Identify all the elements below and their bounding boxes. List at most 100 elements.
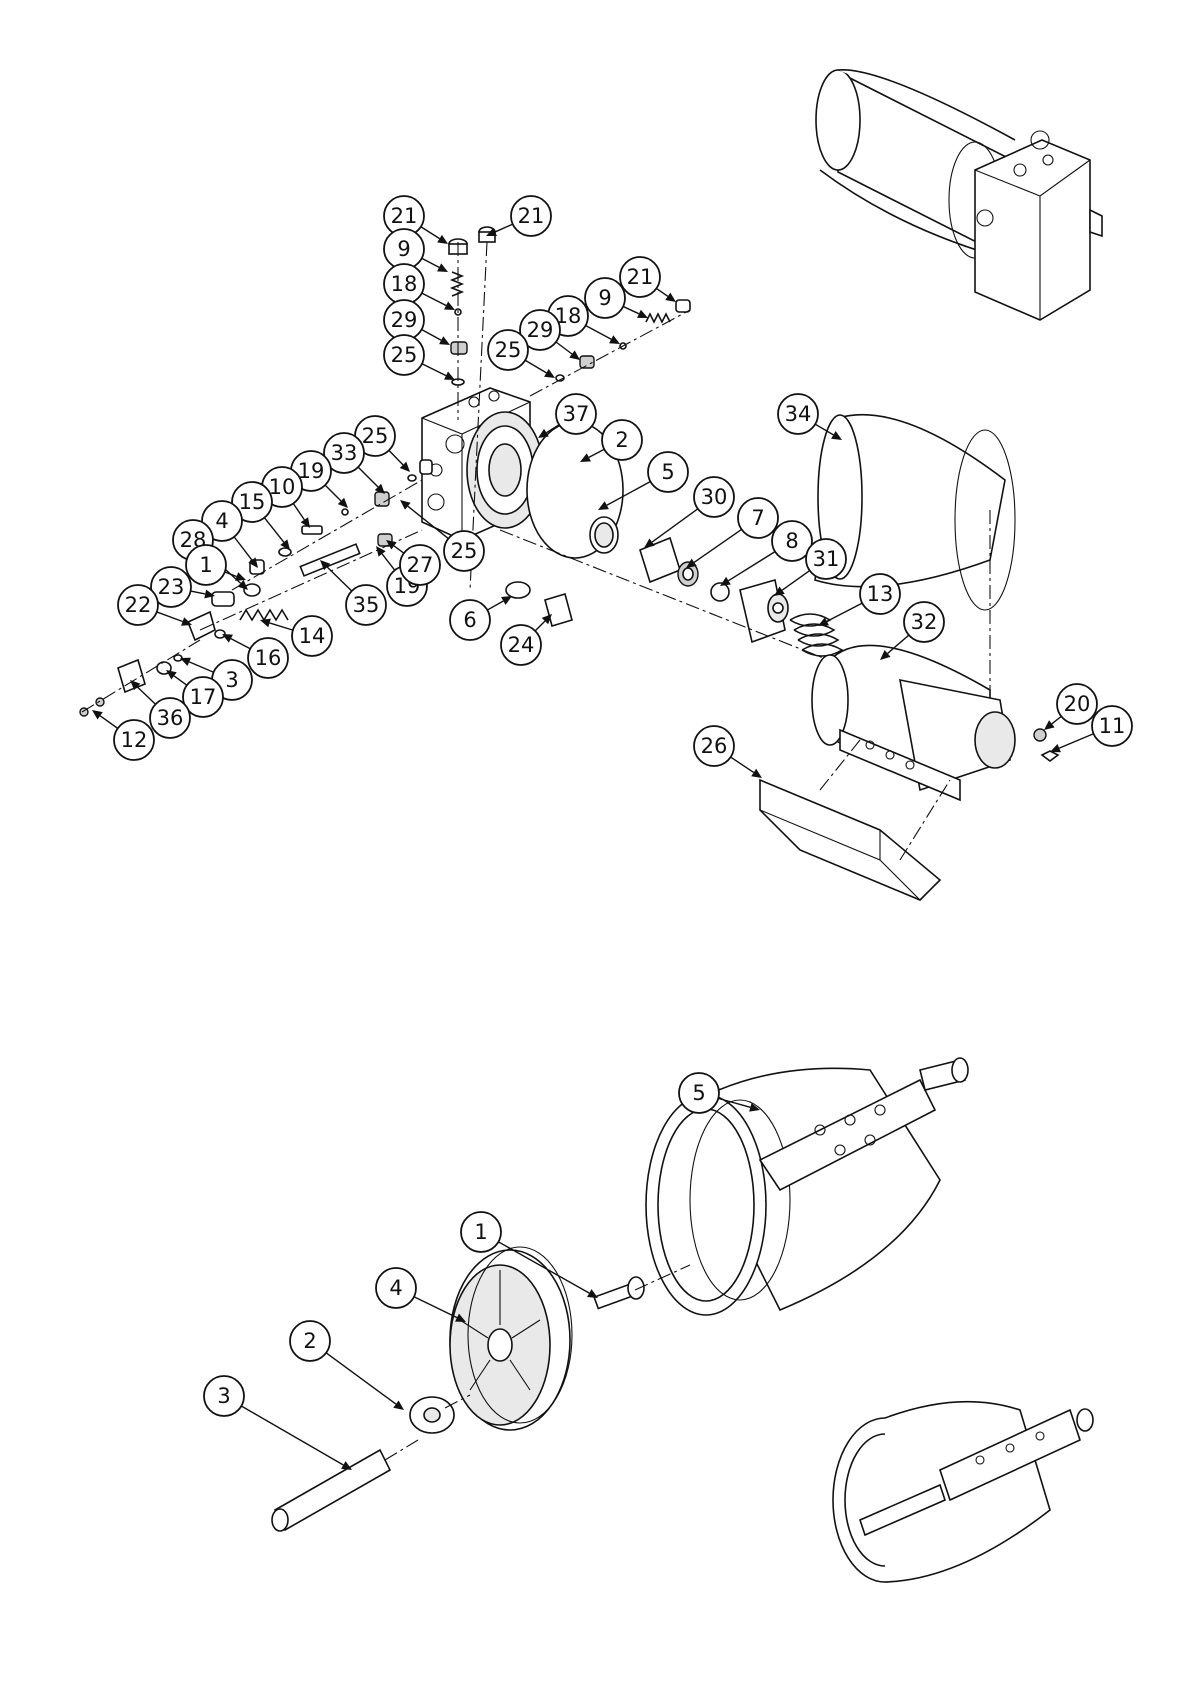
balloon-label: 2 bbox=[615, 428, 628, 452]
leader-arrowhead bbox=[400, 500, 411, 510]
leader-line bbox=[495, 224, 513, 232]
leader-line bbox=[422, 330, 442, 341]
callout-balloon: 36 bbox=[150, 698, 190, 738]
leader-line bbox=[100, 716, 118, 729]
callout-balloon: 12 bbox=[114, 720, 154, 760]
balloon-label: 32 bbox=[911, 610, 938, 634]
leader-line bbox=[1059, 734, 1093, 748]
leader-line bbox=[414, 1297, 457, 1318]
leader-arrowhead bbox=[587, 1289, 598, 1298]
callout-balloon: 34 bbox=[778, 394, 818, 434]
balloon-label: 25 bbox=[495, 338, 522, 362]
leader-line bbox=[358, 467, 378, 487]
callout-balloon: 16 bbox=[248, 638, 288, 678]
callout-balloon: 35 bbox=[346, 585, 386, 625]
balloon-label: 15 bbox=[239, 490, 266, 514]
balloon-label: 8 bbox=[785, 529, 798, 553]
leader-line bbox=[174, 676, 187, 685]
callout-balloon: 14 bbox=[292, 616, 332, 656]
balloon-label: 37 bbox=[563, 402, 590, 426]
leader-line bbox=[652, 509, 698, 542]
balloon-label: 1 bbox=[474, 1220, 487, 1244]
callout-balloon: 21 bbox=[620, 257, 660, 297]
leader-arrowhead bbox=[665, 293, 676, 302]
leader-arrowhead bbox=[569, 350, 580, 360]
leader-arrowhead bbox=[720, 577, 731, 586]
balloon-label: 21 bbox=[391, 204, 418, 228]
assembled-actuator-view-bottom bbox=[833, 1402, 1093, 1582]
balloon-label: 34 bbox=[785, 402, 812, 426]
leader-line bbox=[1052, 716, 1061, 723]
leader-line bbox=[234, 537, 252, 560]
balloon-label: 20 bbox=[1064, 692, 1091, 716]
callout-balloon: 37 bbox=[556, 394, 596, 434]
callout-balloon: 5 bbox=[648, 452, 688, 492]
callout-balloon: 1 bbox=[461, 1212, 501, 1252]
balloon-label: 25 bbox=[362, 424, 389, 448]
leader-line bbox=[422, 258, 439, 267]
balloon-label: 18 bbox=[391, 272, 418, 296]
callout-balloon: 21 bbox=[511, 196, 551, 236]
leader-line bbox=[422, 364, 446, 376]
balloon-label: 27 bbox=[407, 553, 434, 577]
balloon-label: 22 bbox=[125, 593, 152, 617]
balloon-label: 36 bbox=[157, 706, 184, 730]
leader-line bbox=[623, 306, 639, 313]
callout-balloon: 30 bbox=[694, 477, 734, 517]
balloon-label: 29 bbox=[527, 318, 554, 342]
leader-arrowhead bbox=[501, 596, 512, 605]
callout-balloon: 25 bbox=[444, 531, 484, 571]
balloon-label: 17 bbox=[190, 685, 217, 709]
balloon-label: 12 bbox=[121, 728, 148, 752]
callout-balloon: 1 bbox=[186, 545, 226, 585]
leader-line bbox=[225, 572, 237, 576]
leader-line bbox=[326, 1353, 396, 1404]
callout-balloon: 11 bbox=[1092, 706, 1132, 746]
callout-balloon: 9 bbox=[384, 229, 424, 269]
balloon-label: 25 bbox=[451, 539, 478, 563]
leader-arrowhead bbox=[544, 369, 555, 378]
leader-line bbox=[656, 288, 667, 296]
leader-line bbox=[231, 639, 250, 649]
leader-line bbox=[487, 601, 503, 610]
leader-line bbox=[137, 687, 155, 704]
leader-arrowhead bbox=[166, 670, 177, 680]
balloon-label: 4 bbox=[215, 509, 228, 533]
callout-balloon: 32 bbox=[904, 602, 944, 642]
callout-balloon: 27 bbox=[400, 545, 440, 585]
balloon-label: 11 bbox=[1099, 714, 1126, 738]
callout-balloon: 7 bbox=[738, 498, 778, 538]
callout-balloon: 2 bbox=[602, 420, 642, 460]
leader-line bbox=[731, 757, 754, 772]
leader-line bbox=[728, 552, 775, 581]
leader-line bbox=[422, 293, 446, 305]
balloon-label: 21 bbox=[518, 204, 545, 228]
balloon-label: 13 bbox=[867, 582, 894, 606]
balloon-label: 24 bbox=[508, 633, 535, 657]
balloon-label: 29 bbox=[391, 308, 418, 332]
balloon-label: 6 bbox=[463, 608, 476, 632]
callout-balloon: 9 bbox=[585, 278, 625, 318]
leader-line bbox=[782, 571, 810, 591]
balloon-label: 31 bbox=[813, 547, 840, 571]
callout-balloon: 6 bbox=[450, 600, 490, 640]
leader-arrowhead bbox=[751, 769, 762, 778]
callout-balloon: 18 bbox=[384, 264, 424, 304]
callout-balloon: 4 bbox=[376, 1268, 416, 1308]
leader-arrowhead bbox=[437, 235, 448, 244]
leader-arrowhead bbox=[393, 1400, 404, 1410]
balloon-label: 5 bbox=[692, 1081, 705, 1105]
leader-line bbox=[382, 554, 395, 570]
assembled-actuator-view-top bbox=[816, 70, 1102, 320]
balloon-label: 9 bbox=[598, 286, 611, 310]
callout-balloon: 29 bbox=[384, 300, 424, 340]
leader-arrowhead bbox=[92, 710, 103, 719]
balloon-label: 14 bbox=[299, 624, 326, 648]
leader-line bbox=[586, 325, 612, 339]
leader-line bbox=[556, 342, 572, 354]
balloon-label: 7 bbox=[751, 506, 764, 530]
leader-line bbox=[421, 227, 440, 239]
callout-balloon: 3 bbox=[204, 1376, 244, 1416]
